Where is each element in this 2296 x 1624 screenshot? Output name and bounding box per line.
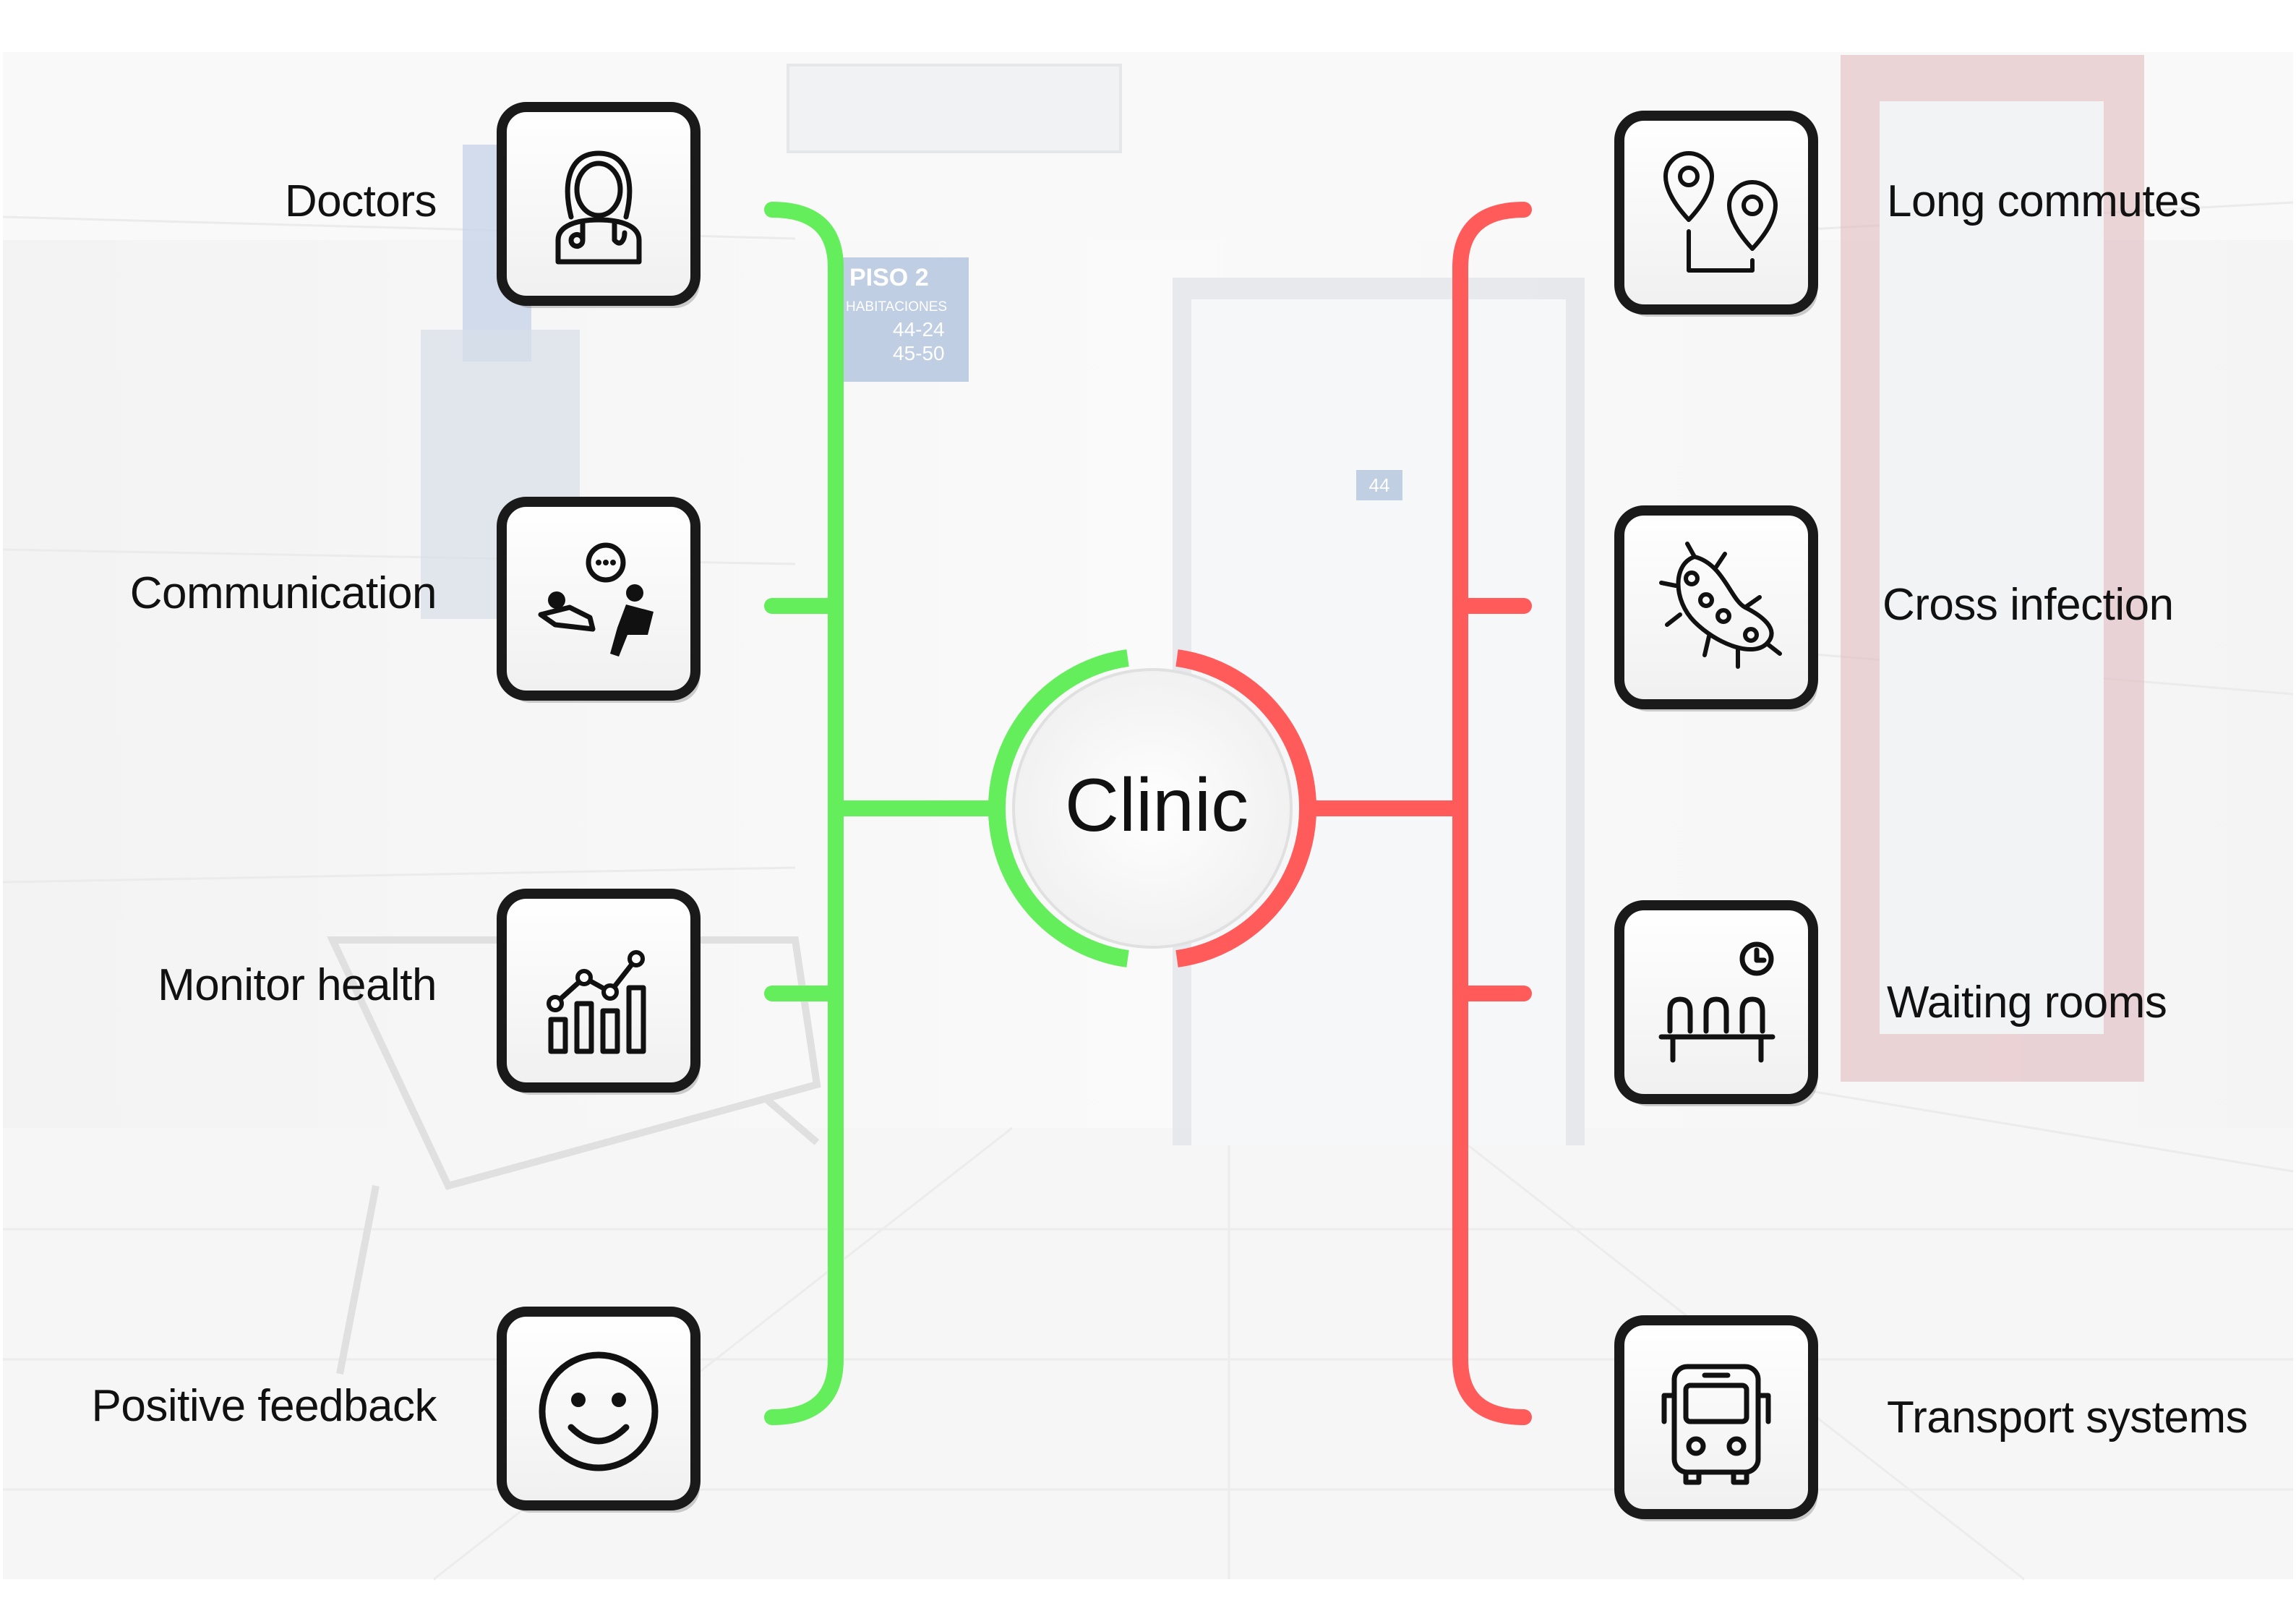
- positive-item-3-tile: [497, 1307, 701, 1513]
- waiting-room-icon: [1658, 941, 1775, 1063]
- positive-item-2-tile: [497, 889, 701, 1095]
- doctor-icon: [555, 150, 642, 265]
- smiley-icon: [539, 1351, 659, 1471]
- map-route-icon: [1663, 151, 1778, 273]
- connector-lines: [764, 202, 1532, 1425]
- negative-item-3-tile: [1614, 1315, 1818, 1521]
- negative-item-0-label: Long commutes: [1887, 176, 2201, 226]
- positive-item-2-label: Monitor health: [158, 960, 437, 1010]
- negative-arc: [1175, 649, 1317, 967]
- negative-item-2-label: Waiting rooms: [1887, 978, 2167, 1027]
- bacteria-icon: [1659, 542, 1782, 669]
- icon-tiles: [497, 102, 1818, 1521]
- positive-item-0-tile: [497, 102, 701, 308]
- sign-title: PISO 2: [849, 264, 929, 291]
- sign-row-1: 44-24: [893, 318, 945, 341]
- negative-item-1-label: Cross infection: [1882, 580, 2174, 630]
- door-number: 44: [1369, 474, 1390, 496]
- negative-item-2-tile: [1614, 900, 1818, 1106]
- positive-arc: [988, 649, 1129, 967]
- center-label: Clinic: [1064, 764, 1249, 847]
- center-disc: [1012, 668, 1293, 949]
- negative-item-1-tile: [1614, 505, 1818, 711]
- positive-item-1-tile: [497, 497, 701, 703]
- positive-item-1-label: Communication: [129, 568, 437, 618]
- negative-item-3-label: Transport systems: [1887, 1393, 2248, 1443]
- health-chart-icon: [547, 950, 646, 1054]
- negative-item-0-tile: [1614, 111, 1818, 317]
- consultation-icon: [538, 542, 654, 657]
- sign-row-2: 45-50: [893, 342, 945, 364]
- center-node: [988, 649, 1317, 967]
- sign-subtitle: HABITACIONES: [846, 299, 947, 315]
- positive-item-3-label: Positive feedback: [91, 1381, 437, 1431]
- bus-icon: [1661, 1364, 1771, 1485]
- positive-item-0-label: Doctors: [284, 176, 437, 226]
